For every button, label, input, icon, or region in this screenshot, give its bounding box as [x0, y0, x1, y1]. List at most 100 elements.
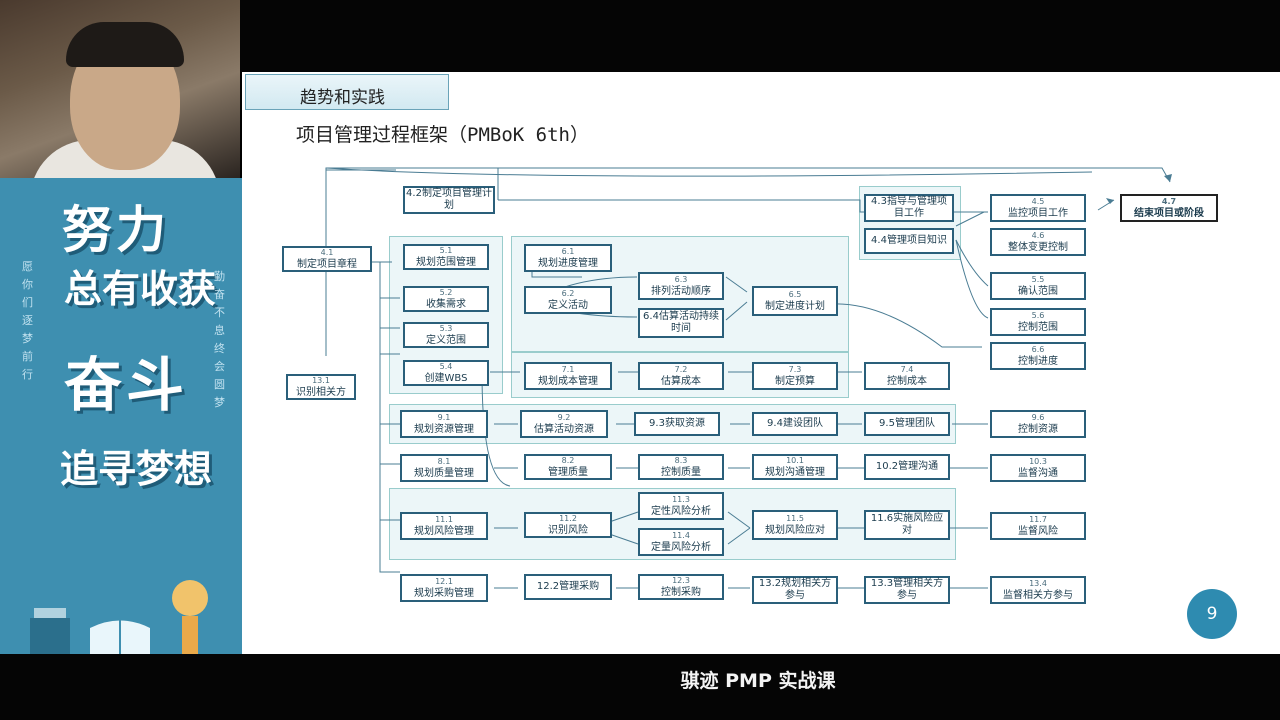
process-box-p96: 9.6 控制资源	[990, 410, 1086, 438]
process-label: 9.3获取资源	[649, 418, 705, 429]
process-box-p113: 11.3 定性风险分析	[638, 492, 724, 520]
process-box-p132: 13.2规划相关方参与	[752, 576, 838, 604]
process-label: 控制资源	[1018, 424, 1058, 435]
process-number: 7.3	[788, 365, 802, 374]
process-label: 管理质量	[548, 467, 588, 478]
process-label: 4.4管理项目知识	[871, 235, 947, 246]
process-box-p54: 5.4 创建WBS	[403, 360, 489, 386]
process-label: 规划范围管理	[416, 257, 476, 268]
process-label: 创建WBS	[424, 373, 468, 384]
process-label: 定量风险分析	[651, 542, 711, 553]
process-box-p73: 7.3 制定预算	[752, 362, 838, 390]
process-number: 6.5	[788, 290, 802, 299]
process-box-p81: 8.1 规划质量管理	[400, 454, 488, 482]
process-label: 规划进度管理	[538, 258, 598, 269]
process-box-p64: 6.4估算活动持续时间	[638, 308, 724, 338]
process-number: 9.2	[557, 413, 571, 422]
process-label: 制定进度计划	[765, 301, 825, 312]
process-box-p122: 12.2管理采购	[524, 574, 612, 600]
process-number: 8.1	[437, 457, 451, 466]
process-label: 规划资源管理	[414, 424, 474, 435]
process-label: 确认范围	[1018, 286, 1058, 297]
motivational-poster: 努力 总有收获 奋斗 追寻梦想 愿你们逐梦前行 勤奋不息终会圆梦	[0, 178, 242, 696]
process-number: 13.1	[312, 376, 330, 385]
poster-vertical-right: 勤奋不息终会圆梦	[214, 270, 225, 409]
process-number: 7.1	[561, 365, 575, 374]
video-subtitle: 骐迹 PMP 实战课	[680, 670, 836, 692]
process-box-p65: 6.5 制定进度计划	[752, 286, 838, 316]
poster-line2: 总有收获	[64, 267, 217, 311]
poster-line3: 奋斗	[64, 351, 189, 419]
process-box-p92: 9.2 估算活动资源	[520, 410, 608, 438]
process-number: 13.4	[1029, 579, 1047, 588]
process-box-p102: 10.2管理沟通	[864, 454, 950, 480]
process-box-p55: 5.5 确认范围	[990, 272, 1086, 300]
process-label: 规划风险应对	[765, 525, 825, 536]
process-label: 控制范围	[1018, 322, 1058, 333]
process-number: 6.3	[674, 275, 688, 284]
process-label: 估算活动资源	[534, 424, 594, 435]
process-box-p91: 9.1 规划资源管理	[400, 410, 488, 438]
process-box-p131: 13.1 识别相关方	[286, 374, 356, 400]
process-label: 9.5管理团队	[879, 418, 935, 429]
process-label: 规划采购管理	[414, 588, 474, 599]
process-box-p82: 8.2 管理质量	[524, 454, 612, 480]
process-label: 规划质量管理	[414, 468, 474, 479]
process-label: 制定预算	[775, 376, 815, 387]
process-number: 8.2	[561, 456, 575, 465]
process-number: 5.4	[439, 362, 453, 371]
process-number: 11.3	[672, 495, 690, 504]
process-number: 6.2	[561, 289, 575, 298]
process-label: 控制成本	[887, 376, 927, 387]
process-number: 5.5	[1031, 275, 1045, 284]
process-label: 13.2规划相关方参与	[758, 578, 832, 601]
process-label: 监督风险	[1018, 526, 1058, 537]
process-label: 规划风险管理	[414, 526, 474, 537]
process-number: 5.3	[439, 324, 453, 333]
process-number: 11.5	[786, 514, 804, 523]
process-box-p116: 11.6实施风险应对	[864, 510, 950, 540]
process-number: 9.6	[1031, 413, 1045, 422]
process-label: 定性风险分析	[651, 506, 711, 517]
process-label: 控制采购	[661, 587, 701, 598]
process-number: 4.7	[1161, 197, 1177, 206]
process-box-p53: 5.3 定义范围	[403, 322, 489, 348]
process-number: 11.4	[672, 531, 690, 540]
process-label: 监督沟通	[1018, 468, 1058, 479]
process-label: 13.3管理相关方参与	[870, 578, 944, 601]
process-box-p115: 11.5 规划风险应对	[752, 510, 838, 540]
process-label: 识别相关方	[296, 387, 346, 398]
process-label: 11.6实施风险应对	[870, 513, 944, 536]
poster-line1: 努力	[62, 201, 170, 259]
process-label: 整体变更控制	[1008, 242, 1068, 253]
process-label: 制定项目章程	[297, 259, 357, 270]
process-number: 5.6	[1031, 311, 1045, 320]
process-label: 结束项目或阶段	[1134, 208, 1204, 219]
process-label: 4.2制定项目管理计划	[406, 188, 492, 211]
process-number: 11.1	[435, 515, 453, 524]
process-number: 7.2	[674, 365, 688, 374]
process-number: 9.1	[437, 413, 451, 422]
process-label: 9.4建设团队	[767, 418, 823, 429]
process-number: 6.1	[561, 247, 575, 256]
process-flow-connectors	[325, 167, 1172, 589]
process-box-p114: 11.4 定量风险分析	[638, 528, 724, 556]
process-number: 5.2	[439, 288, 453, 297]
process-label: 定义范围	[426, 335, 466, 346]
process-number: 8.3	[674, 456, 688, 465]
process-box-p44: 4.4管理项目知识	[864, 228, 954, 254]
bottom-letterbox	[0, 654, 1280, 720]
process-box-p95: 9.5管理团队	[864, 412, 950, 436]
process-label: 4.3指导与管理项目工作	[871, 196, 947, 219]
